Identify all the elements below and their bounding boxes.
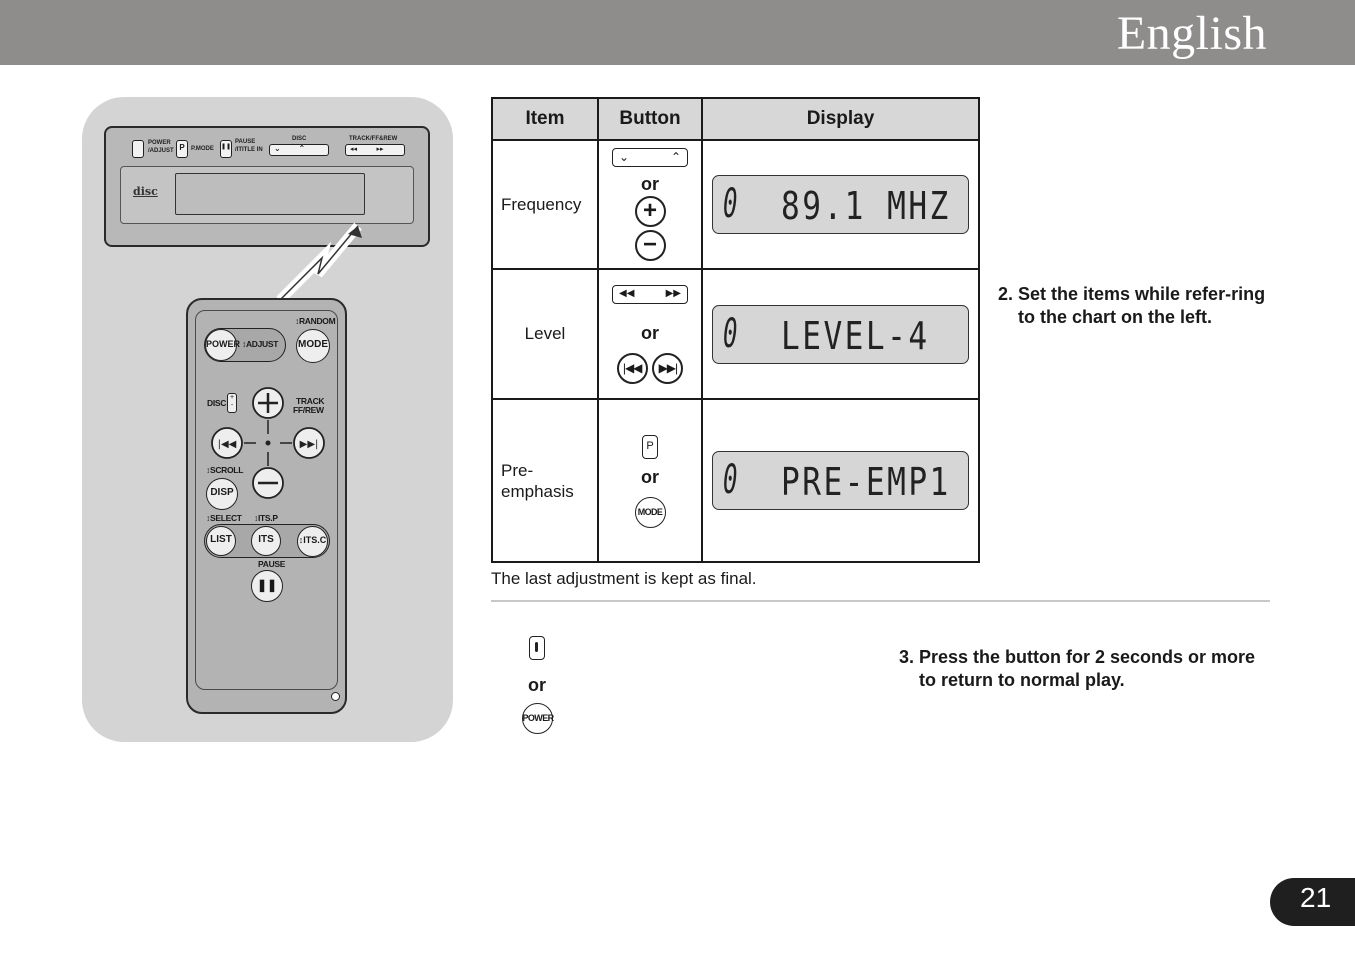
plus-icon: + (634, 196, 666, 227)
step-text: Press the button for 2 seconds or more t… (919, 647, 1256, 690)
remote-pause-button: ❚❚ (251, 570, 283, 602)
hu-label-track: TRACK/FF&REW (349, 136, 398, 142)
table-cell-display: 0 LEVEL-4 (701, 268, 980, 400)
svg-text:▶▶|: ▶▶| (300, 439, 319, 450)
p-key-icon: P (642, 434, 658, 459)
power-key-icon (132, 140, 144, 158)
ir-signal-icon (276, 222, 362, 302)
hu-label-title-in: /ITITLE IN (235, 147, 263, 153)
remote-cross-pad-icon: |◀◀ ▶▶| (211, 387, 325, 499)
table-cell-item: Frequency (491, 139, 599, 270)
remote-label-track: TRACK (296, 396, 325, 406)
lcd-display: 0 89.1 MHZ (712, 175, 969, 234)
lcd-text: LEVEL-4 (781, 313, 930, 358)
table-header-item: Item (491, 97, 599, 141)
remote-label-itsp: ↕ITS.P (254, 513, 278, 523)
remote-inner-panel (195, 310, 338, 690)
lcd-display: 0 PRE-EMP1 (712, 451, 969, 510)
lcd-indicator-icon: 0 (723, 457, 738, 503)
lcd-indicator-icon: 0 (723, 181, 738, 227)
step-2: 2. Set the items while refer-ring to the… (998, 283, 1273, 328)
table-cell-buttons: ◀◀▶▶ or |◀◀ ▶▶| (597, 268, 703, 400)
header-band (0, 0, 1355, 65)
head-unit-front: disc (120, 166, 414, 224)
lcd-text: PRE-EMP1 (781, 460, 951, 504)
disc-rocker-icon: ⌄⌃ (612, 148, 688, 167)
mode-button-icon: MODE (634, 496, 666, 528)
or-label: or (641, 466, 659, 487)
track-rocker-icon: ◂◂ ▸▸ (345, 144, 405, 156)
svg-text:|◀◀: |◀◀ (218, 439, 237, 450)
power-key-icon (529, 636, 545, 660)
disc-logo: disc (133, 185, 158, 198)
remote-label-random: ↕RANDOM (295, 316, 336, 326)
table-header-button: Button (597, 97, 703, 141)
head-unit-illustration: POWER /ADJUST P P.MODE ❚❚ PAUSE /ITITLE … (104, 126, 430, 247)
hu-label-pmode: P.MODE (191, 146, 214, 152)
table-row: Frequency ⌄⌃ or + − 0 89.1 MHZ (491, 139, 980, 270)
page-number-tab (1270, 878, 1355, 926)
table-cell-item: Pre- emphasis (491, 398, 599, 563)
remote-label-disc: DISC (207, 398, 227, 408)
hu-label-disc: DISC (292, 136, 307, 142)
remote-mode-button: MODE (296, 329, 330, 363)
lcd-text: 89.1 MHZ (781, 184, 951, 228)
remote-label-ffrew: FF/REW (293, 405, 324, 415)
hu-label-adjust: /ADJUST (148, 148, 174, 154)
page-language-title: English (1116, 7, 1267, 60)
table-cell-display: 0 PRE-EMP1 (701, 398, 980, 563)
table-cell-buttons: P or MODE (597, 398, 703, 563)
section-divider (491, 600, 1270, 602)
step-number: 2. (998, 284, 1014, 304)
hu-label-pause: PAUSE (235, 139, 256, 145)
step-3: 3. Press the button for 2 seconds or mor… (899, 646, 1264, 691)
lcd-display: 0 LEVEL-4 (712, 304, 969, 364)
or-label: or (641, 322, 659, 343)
remote-label-adjust: ↕ADJUST (242, 339, 279, 349)
minus-icon: − (634, 230, 666, 261)
head-unit-display (175, 173, 365, 215)
track-rocker-icon: ◀◀▶▶ (612, 284, 688, 304)
table-header-row: Item Button Display (491, 97, 980, 141)
table-header-display: Display (701, 97, 980, 141)
remote-led-indicator (331, 692, 340, 701)
remote-power-button: POWER (205, 329, 240, 361)
or-label: or (528, 675, 546, 695)
table-row: Level ◀◀▶▶ or |◀◀ ▶▶| 0 LEVEL-4 (491, 268, 980, 400)
table-row: Pre- emphasis P or MODE 0 PRE-EMP1 (491, 398, 980, 563)
table-cell-buttons: ⌄⌃ or + − (597, 139, 703, 270)
remote-disp-button: DISP (206, 478, 238, 510)
table-note: The last adjustment is kept as final. (491, 569, 757, 588)
power-button-icon: POWER (521, 703, 554, 734)
next-track-icon: ▶▶| (652, 352, 684, 384)
or-label: or (641, 174, 659, 194)
step-text: Set the items while refer-ring to the ch… (1018, 284, 1266, 327)
remote-label-pause: PAUSE (258, 559, 286, 569)
hu-label-power: POWER (148, 140, 171, 146)
hu-p-key: P (176, 140, 188, 158)
lcd-indicator-icon: 0 (723, 310, 738, 357)
disc-rocker-icon: ⌄ ⌃ (269, 144, 329, 156)
page-number: 21 (1300, 882, 1332, 913)
remote-list-button: LIST (206, 526, 236, 556)
disc-updown-icon: +- (227, 393, 237, 413)
remote-label-scroll: ↕SCROLL (206, 465, 244, 475)
remote-its-button: ITS (251, 526, 281, 556)
previous-track-icon: |◀◀ (616, 352, 648, 384)
settings-table: Item Button Display Frequency ⌄⌃ or + − … (491, 97, 980, 563)
table-cell-item: Level (491, 268, 599, 400)
step-number: 3. (899, 647, 915, 667)
remote-label-select: ↕SELECT (206, 513, 242, 523)
remote-itsc-button: ↕ITS.C (297, 526, 328, 557)
step-3-buttons: or POWER (520, 636, 554, 734)
remote-control-illustration: ↕RANDOM POWER ↕ADJUST MODE DISC +- TRACK… (186, 298, 347, 714)
table-cell-display: 0 89.1 MHZ (701, 139, 980, 270)
pause-key-icon: ❚❚ (220, 140, 232, 158)
